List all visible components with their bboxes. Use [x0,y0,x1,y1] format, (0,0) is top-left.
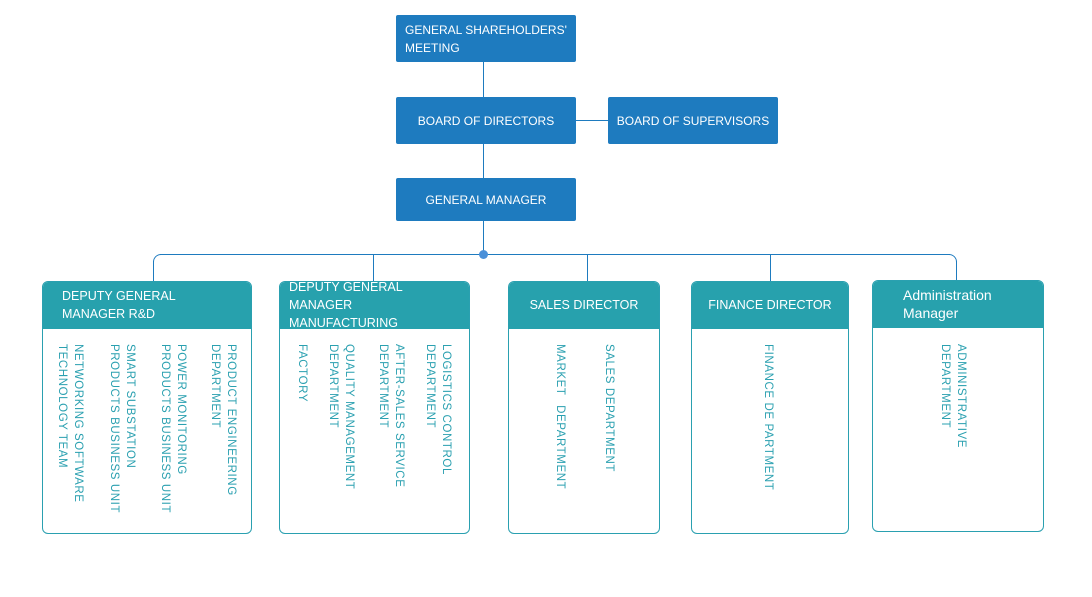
general-manager-label: GENERAL MANAGER [425,192,547,207]
board-of-supervisors-box: BOARD OF SUPERVISORS [608,97,778,144]
division-card-administration: Administration Manager ADMINISTRATIVE DE… [872,280,1044,532]
dept-mfg-4: FACTORY [296,344,308,403]
connector-bus-finance [770,254,771,282]
division-title-manufacturing: DEPUTY GENERAL MANAGER MANUFACTURING [289,281,403,330]
division-head-administration: Administration Manager [873,281,1043,328]
connector-horizontal-bus [160,254,950,255]
division-title-rd: DEPUTY GENERAL MANAGER R&D [62,289,176,321]
division-head-rd: DEPUTY GENERAL MANAGER R&D [43,282,251,329]
connector-bus-sales [587,254,588,282]
division-card-sales: SALES DIRECTOR SALES DEPARTMENT MARKET D… [508,281,660,534]
dept-sales-1: SALES DEPARTMENT [603,344,615,473]
board-of-directors-box: BOARD OF DIRECTORS [396,97,576,144]
connector-left-corner [153,254,161,262]
division-title-administration: Administration Manager [903,287,992,321]
dept-mfg-1: LOGISTICS CONTROL DEPARTMENT [424,344,452,475]
connector-board-gm [483,143,484,179]
dept-mfg-3: QUALITY MANAGEMENT DEPARTMENT [327,344,355,490]
division-title-sales: SALES DIRECTOR [529,298,639,312]
board-of-directors-label: BOARD OF DIRECTORS [417,113,555,128]
division-head-sales: SALES DIRECTOR [509,282,659,329]
connector-shareholders-board [483,62,484,98]
connector-bus-admin [956,261,957,281]
dept-rd-4: NETWORKING SOFTWARE TECHNOLOGY TEAM [56,344,84,503]
board-of-supervisors-label: BOARD OF SUPERVISORS [616,113,770,128]
shareholders-meeting-box: GENERAL SHAREHOLDERS' MEETING [396,15,576,62]
dept-sales-2: MARKET DEPARTMENT [554,344,566,490]
connector-bus-left-curve [153,261,154,282]
division-head-manufacturing: DEPUTY GENERAL MANAGER MANUFACTURING [280,281,469,330]
division-card-rd: DEPUTY GENERAL MANAGER R&D PRODUCT ENGIN… [42,281,252,534]
division-head-finance: FINANCE DIRECTOR [692,282,848,329]
dept-rd-1: PRODUCT ENGINEERING DEPARTMENT [209,344,237,496]
dept-admin-1: ADMINISTRATIVE DEPARTMENT [939,344,967,449]
dept-rd-3: SMART SUBSTATION PRODUCTS BUSINESS UNIT [108,344,136,514]
dept-rd-2: POWER MONITORING PRODUCTS BUSINESS UNIT [159,344,187,514]
connector-bus-rd [373,254,374,282]
dept-finance-1: FINANCE DE PARTMENT [762,344,774,491]
shareholders-meeting-label: GENERAL SHAREHOLDERS' MEETING [405,22,567,55]
connector-gm-trunk [483,220,484,255]
division-card-manufacturing: DEPUTY GENERAL MANAGER MANUFACTURING LOG… [279,281,470,534]
connector-board-supervisors [575,120,609,121]
division-title-finance: FINANCE DIRECTOR [708,298,832,312]
dept-mfg-2: AFTER-SALES SERVICE DEPARTMENT [377,344,405,488]
division-card-finance: FINANCE DIRECTOR FINANCE DE PARTMENT [691,281,849,534]
junction-dot [479,250,488,259]
general-manager-box: GENERAL MANAGER [396,178,576,221]
